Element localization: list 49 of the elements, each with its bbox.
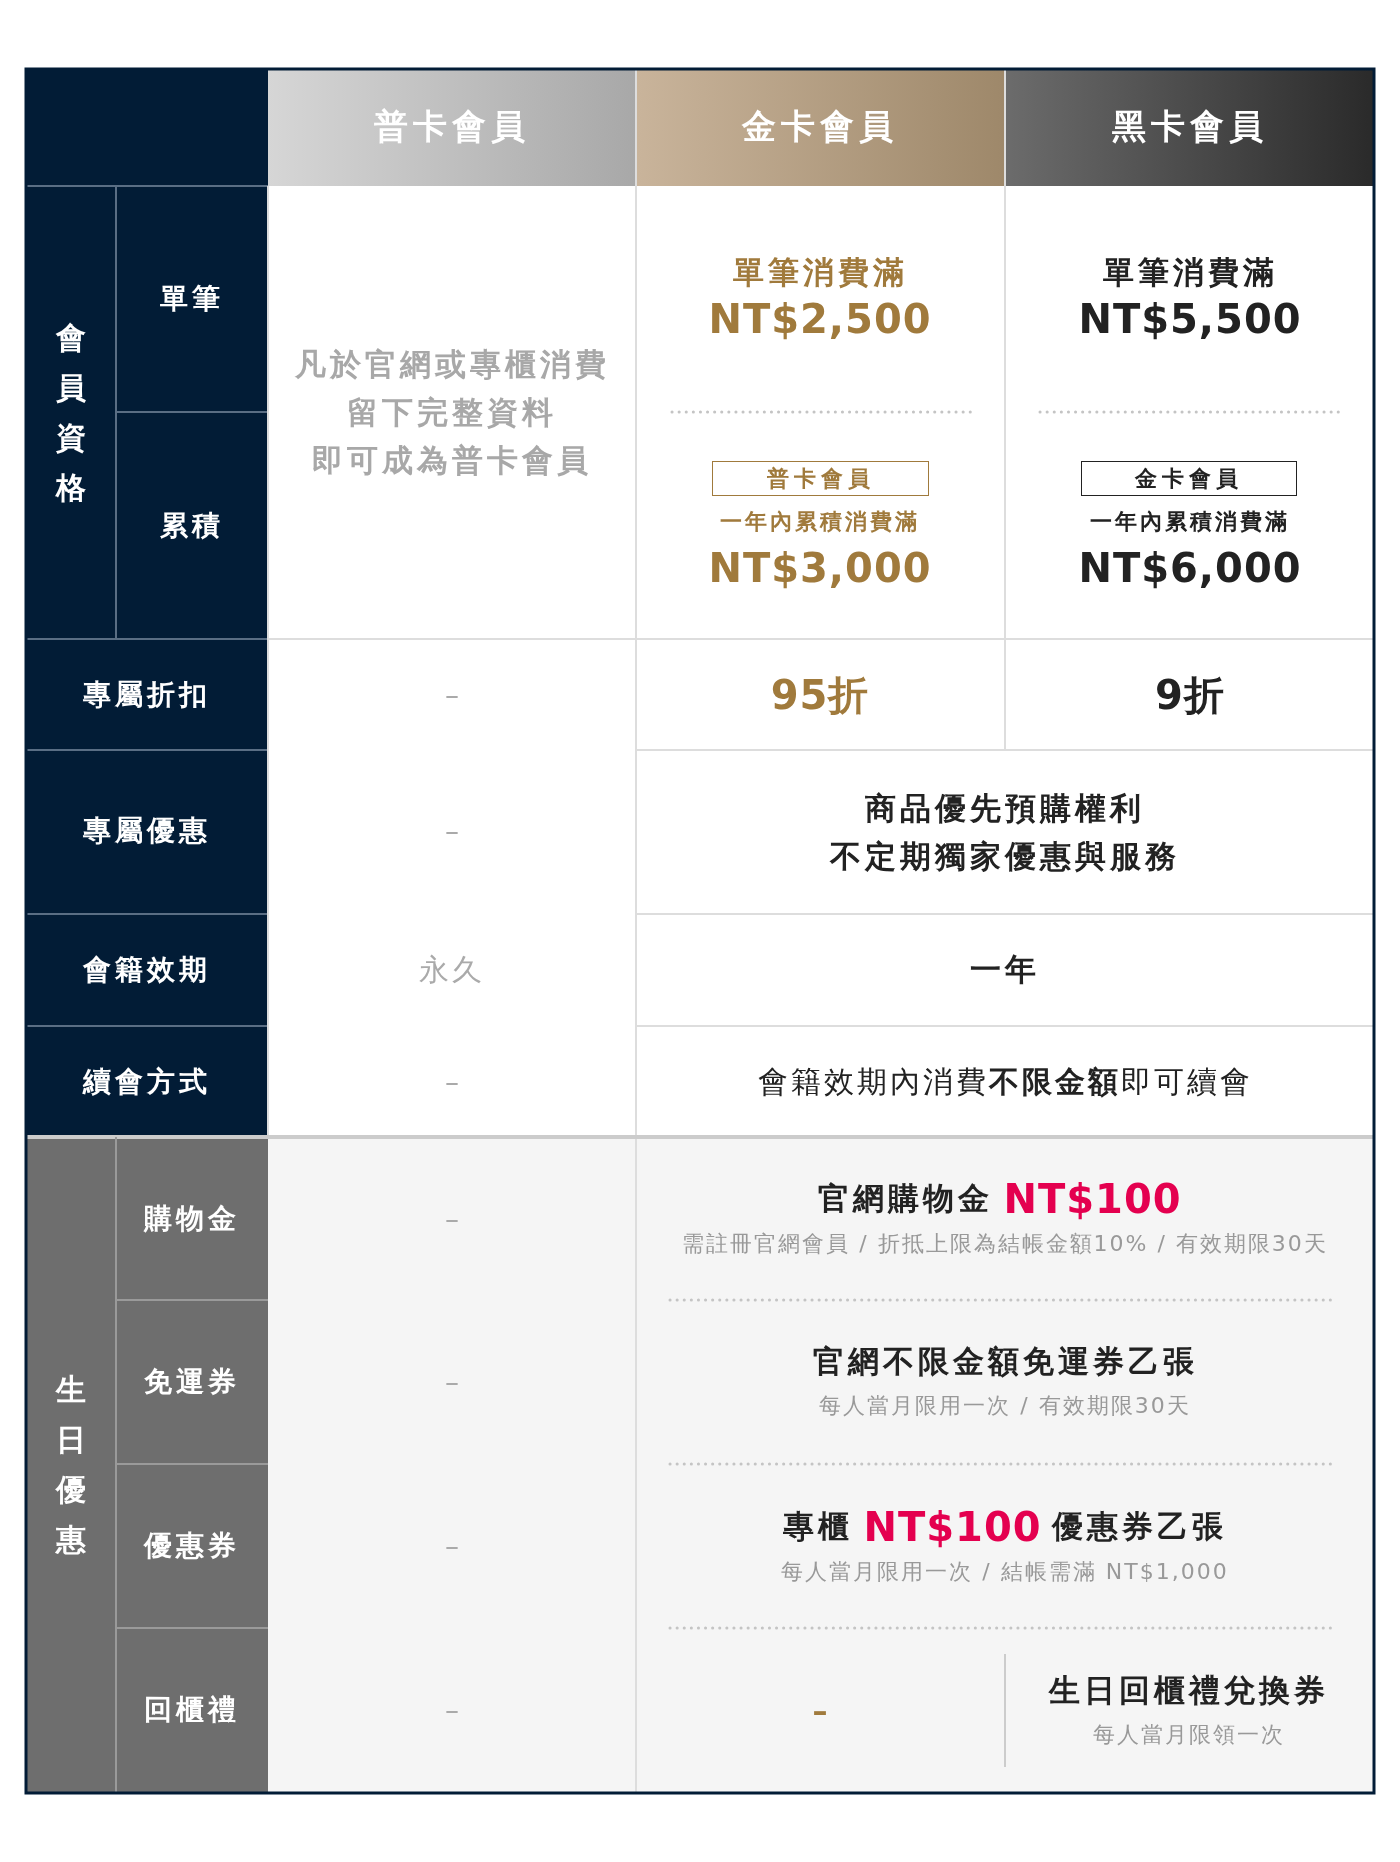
group-header: 會員資格	[54, 319, 87, 507]
cell-text: NT$6,000	[1077, 544, 1303, 593]
cell-text: NT$3,000	[707, 544, 933, 593]
row-header: 專屬折扣	[82, 677, 212, 713]
cell-text: 留下完整資料	[346, 393, 558, 432]
cell-text: NT$5,500	[1077, 295, 1303, 344]
cell-text: 一年	[969, 950, 1041, 989]
cell-text: 單筆消費滿	[1101, 253, 1279, 292]
cell-text: 9折	[1154, 670, 1226, 720]
cell-text: –	[444, 1201, 460, 1238]
cell-text: –	[444, 813, 460, 850]
cell-text: 不定期獨家優惠與服務	[828, 837, 1181, 876]
column-header: 金卡會員	[741, 105, 899, 148]
row-header: 免運券	[143, 1364, 241, 1400]
cell-text: 官網不限金額免運券乙張	[811, 1342, 1199, 1381]
column-header: 黑卡會員	[1111, 105, 1269, 148]
row-header: 會籍效期	[82, 952, 212, 988]
cell-text: –	[811, 1691, 829, 1730]
cell-text: 商品優先預購權利	[864, 789, 1146, 828]
cell-text: 凡於官網或專櫃消費	[293, 345, 611, 384]
row-header: 單筆	[159, 281, 225, 317]
cell-text: NT$2,500	[707, 295, 933, 344]
group-header: 生日優惠	[54, 1371, 87, 1559]
cell-text: 每人當月限用一次 / 結帳需滿 NT$1,000	[780, 1558, 1230, 1586]
cell-text: –	[444, 1692, 460, 1729]
cell-text: 每人當月限領一次	[1092, 1721, 1286, 1749]
cell-text: –	[444, 1064, 460, 1101]
cell-text: 需註冊官網會員 / 折抵上限為結帳金額10% / 有效期限30天	[681, 1230, 1329, 1258]
cell-text: 每人當月限用一次 / 有效期限30天	[818, 1392, 1192, 1420]
tag-box: 普卡會員	[712, 461, 929, 496]
cell-text: 生日回櫃禮兌換券	[1047, 1671, 1330, 1710]
cell-text: 95折	[769, 670, 871, 720]
cell-text: 一年內累積消費滿	[1089, 508, 1291, 536]
cell-text: –	[444, 677, 460, 714]
cell-text: –	[444, 1364, 460, 1401]
row-header: 購物金	[142, 1201, 241, 1237]
row-header: 優惠券	[142, 1528, 241, 1564]
cell-text: 永久	[418, 950, 486, 989]
row-header: 累積	[159, 508, 225, 544]
column-header: 普卡會員	[373, 105, 531, 148]
cell-text: 即可成為普卡會員	[311, 441, 593, 480]
row-header: 回櫃禮	[143, 1692, 241, 1728]
row-header: 專屬優惠	[82, 813, 212, 849]
row-header: 續會方式	[81, 1064, 212, 1100]
cell-text: 一年內累積消費滿	[719, 508, 921, 536]
cell-text: 會籍效期內消費不限金額即可續會	[756, 1062, 1254, 1101]
cell-text: 單筆消費滿	[731, 253, 909, 292]
tag-box: 金卡會員	[1081, 461, 1297, 496]
cell-text: –	[444, 1528, 460, 1565]
